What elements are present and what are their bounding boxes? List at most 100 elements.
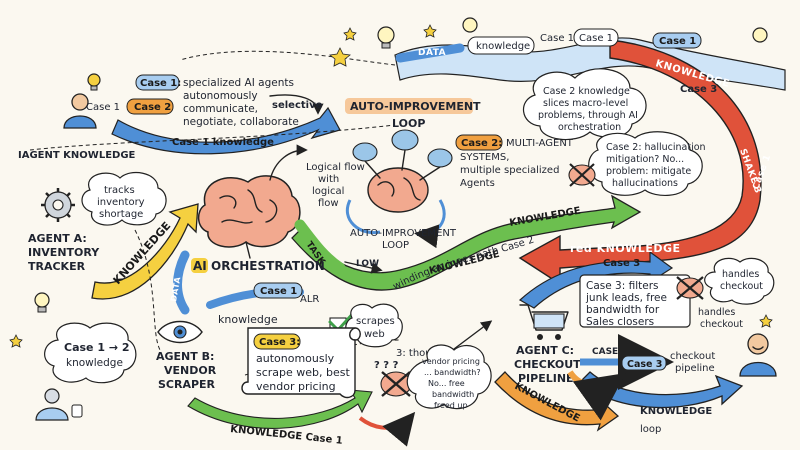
orchestration-ai: AI [193,259,207,273]
auto-improvement-title-2: LOOP [392,117,425,130]
brain-icon [197,175,301,259]
agent-a-cloud-1: tracks [104,185,135,196]
case2-right-l3: multiple specialized [460,165,559,176]
eye-icon [157,320,203,344]
logical-l3: logical [312,186,344,197]
bottom-left-cloud [44,322,137,384]
top-left-case1-chip: Case 1: [140,78,181,89]
auto-loop-l2: LOOP [382,240,409,251]
agent-b-case1-chip: Case 1 [260,286,297,297]
top-right-case1-chip: Case 1 [659,36,696,47]
agent-c-box-3: bandwidth for [586,304,660,316]
crossed-brain-icon [380,371,412,397]
crossed-brain-icon [676,276,704,300]
case2-right-l2: SYSTEMS, [460,152,509,163]
cloud-case2-l4: orchestration [558,122,621,133]
top-left-desc-4: negotiate, collaborate [183,116,299,128]
blue-loop-band [579,371,744,409]
lightbulb-icon [87,73,101,91]
logical-l4: flow [318,198,339,209]
scroll-1: autonomously [256,352,335,365]
cloud-halluc-l1: Case 2: hallucination [606,142,706,153]
agent-a-title-3: TRACKER [28,260,86,273]
dashed-flow-4 [179,50,396,66]
cloud-halluc-l3: problem: mitigate [606,166,691,177]
case1-knowledge-banner: Case 1 knowledge [172,137,274,148]
top-knowledge-pill: knowledge [476,41,530,52]
top-left-desc-1: specialized AI agents [183,77,294,89]
agent-b-title-2: VENDOR [164,364,217,377]
cloud-halluc-l4: hallucinations [612,178,678,189]
handles-b2: checkout [700,319,743,330]
person-icon [35,388,83,421]
agent-b-title-1: AGENT B: [156,350,214,363]
case2-right-l1: MULTI-AGENT [506,138,574,149]
agent-c-loop: loop [640,424,661,435]
agent-a-cloud-2: inventory [97,197,145,208]
dashed-flow-2 [134,229,161,351]
top-case1-b: Case 1 [579,33,613,44]
agent-a-knowledge-arrow [91,203,199,300]
vendor-cloud [406,344,492,410]
question-marks: ? ? ? [374,360,399,371]
thought-label: 3: thought [396,348,448,359]
top-left-person-label: Case 1 [86,102,120,113]
person-icon [739,333,777,377]
top-data-label: DATA [418,48,446,58]
top-left-desc-3: communicate, [183,103,258,115]
star-icon [9,24,773,348]
case2-right-chip: Case 2: [461,138,502,149]
cloud-hallucination [588,131,703,196]
vendor-3: No... free [428,379,465,388]
red-knowledge-arrow [518,39,762,286]
logical-l1: Logical flow [306,162,365,173]
vendor-4: bandwidth [432,390,474,399]
agent-a-cloud-3: shortage [99,209,143,220]
top-left-person-icon [63,93,97,129]
vendor-2: ... bandwidth? [424,368,481,377]
dashed-flow-1 [29,124,396,151]
green-knowledge-band [291,194,642,291]
scroll-3: vendor pricing [256,380,336,393]
top-case3-label: Case 3 [680,84,717,95]
agent-a-title-1: AGENT A: [28,232,87,245]
case2-right-l4: Agents [460,178,495,189]
cloud-halluc-l2: mitigation? No... [606,154,684,165]
bottom-left-chip: Case 1 → 2 [64,341,130,354]
low-label: LOW [356,259,379,269]
agent-c-title-3: PIPELINE [518,372,574,385]
agent-c-knowledge-blue: KNOWLEDGE [640,406,712,417]
logical-l2: with [318,174,339,185]
cloud-case2-knowledge [523,68,647,141]
agent-b-alr: ALR [300,294,319,305]
top-left-case2-chip: Case 2 [134,102,171,113]
crossed-brain-icon [568,163,596,187]
handles-1: handles [722,269,759,280]
vendor-5: freed up [434,401,468,410]
handles-cloud [704,257,775,305]
auto-improvement-title: AUTO-IMPROVEMENT [350,100,481,113]
auto-loop-l1: AUTO-IMPROVEMENT [350,228,457,239]
lightbulb-icon [377,17,768,49]
gear-icon [41,188,75,222]
selective-label: selective [272,100,323,111]
lightbulb-icon [34,292,50,313]
bottom-left-sub: knowledge [66,357,123,369]
scrapes-1: scrapes [356,316,395,327]
agent-b-knowledge: knowledge [218,313,278,326]
cloud-case2-l2: slices macro-level [543,98,628,109]
scrapes-2: web [364,329,385,340]
agent-c-case3-chip: Case 3 [603,258,640,269]
red-knowledge-label: red KNOWLEDGE [570,242,681,255]
agent-c-title-1: AGENT C: [516,344,574,357]
agent-b-title-3: SCRAPER [158,378,216,391]
data-vertical-label: DATA [169,276,182,303]
orchestration-rest: ORCHESTRATION [211,259,325,273]
handles-b1: handles [698,307,735,318]
agent-c-box [579,274,691,328]
agent-knowledge-label: IAGENT KNOWLEDGE [18,150,136,161]
agent-c-box-4: Sales closers [586,316,654,328]
agent-a-title-2: INVENTORY [28,246,100,259]
